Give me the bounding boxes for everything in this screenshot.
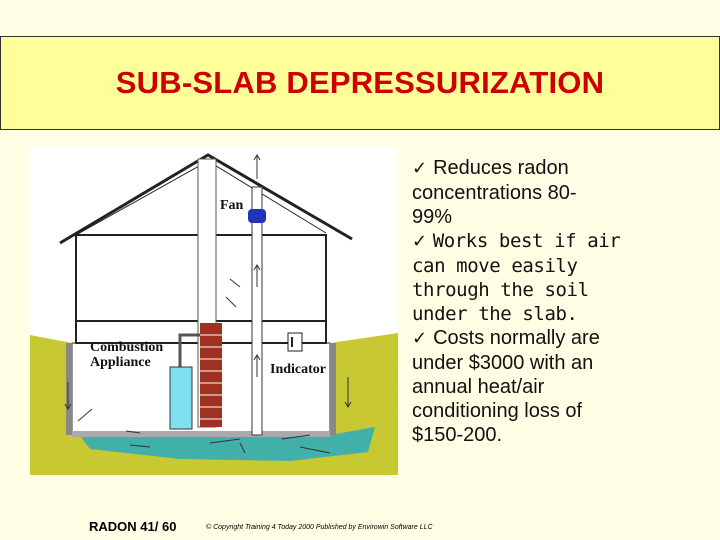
check-icon: ✓ [412,328,428,349]
chimney-brick [200,323,222,427]
air-flow-arrows [64,154,352,454]
slide-title: SUB-SLAB DEPRESSURIZATION [115,65,605,100]
roof [59,153,353,245]
slab [72,431,330,437]
foundation-wall-right [330,343,336,435]
indicator-gauge [287,332,303,352]
check-icon: ✓ [412,158,428,179]
brick-lines [200,334,222,420]
indicator-label: Indicator [270,362,326,377]
slide-number: RADON 41/ 60 [89,519,177,534]
fan-label: Fan [220,198,244,213]
bullet-2: ✓Works best if air can move easily throu… [412,230,621,325]
house-diagram: Fan Combustion Appliance Indicator [30,147,398,475]
bullet-1: ✓Reduces radon concentrations 80- 99% [412,157,577,228]
check-icon: ✓ [412,231,427,252]
foundation-wall-left [66,343,72,435]
appliance-flue [178,333,200,369]
bullet-list: ✓Reduces radon concentrations 80- 99% ✓W… [412,156,702,447]
title-box: SUB-SLAB DEPRESSURIZATION [0,36,720,130]
vent-pipe [251,186,263,436]
combustion-appliance [169,366,193,430]
combustion-label-line1: Combustion [90,340,163,355]
combustion-label-line2: Appliance [90,355,151,370]
copyright-notice: © Copyright Training 4 Today 2000 Publis… [206,524,433,531]
fan [248,209,266,223]
bullet-3: ✓Costs normally are under $3000 with an … [412,327,600,446]
gravel-layer [66,417,375,461]
